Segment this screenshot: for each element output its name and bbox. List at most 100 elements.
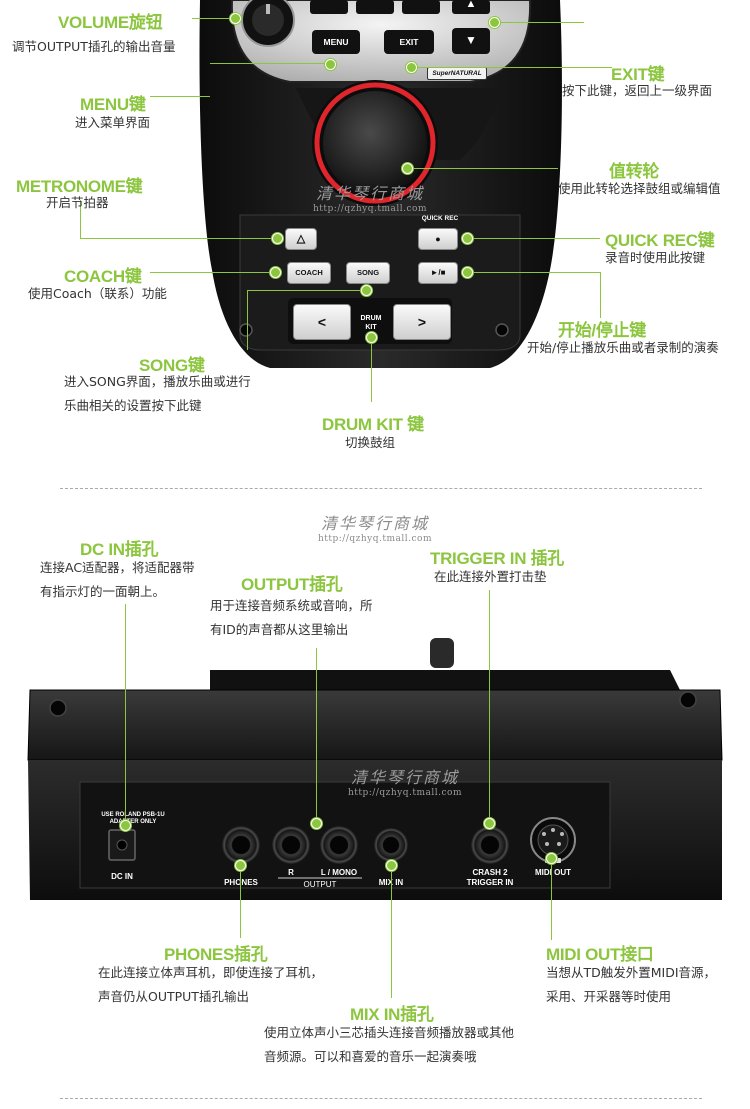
dot-updown bbox=[489, 17, 500, 28]
label-trigger-in-desc: 在此连接外置打击垫 bbox=[434, 569, 547, 584]
dot-trigger bbox=[484, 818, 495, 829]
device-kit-prev-button: < bbox=[293, 304, 351, 340]
device-menu-button: MENU bbox=[323, 37, 349, 47]
leader-coach bbox=[150, 272, 274, 273]
device-down-arrow: ▼ bbox=[465, 33, 477, 47]
label-dc-in-title: DC IN插孔 bbox=[80, 540, 159, 559]
leader-volume bbox=[192, 18, 234, 19]
dot-midi-out bbox=[546, 853, 557, 864]
watermark-top: 清华琴行商城 http://qzhyq.tmall.com bbox=[312, 184, 428, 214]
dot-output bbox=[311, 818, 322, 829]
dot-coach bbox=[270, 267, 281, 278]
supernatural-logo: SuperNATURAL bbox=[427, 67, 487, 80]
panel-dc-in: DC IN bbox=[111, 872, 133, 881]
device-kit-next-button: > bbox=[393, 304, 451, 340]
label-value-wheel-desc: 使用此转轮选择鼓组或编辑值 bbox=[558, 181, 721, 196]
phones-jack bbox=[222, 826, 260, 864]
label-exit-desc: 按下此键，返回上一级界面 bbox=[562, 83, 713, 98]
label-value-wheel-title: 值转轮 bbox=[609, 162, 660, 181]
dot-quick-rec bbox=[462, 233, 473, 244]
device-up-arrow: ▲ bbox=[465, 0, 477, 10]
dot-volume bbox=[230, 13, 241, 24]
label-midi-out-desc: 当想从TD触发外置MIDI音源，采用、开采器等时使用 bbox=[546, 965, 717, 1004]
label-start-stop-desc: 开始/停止播放乐曲或者录制的演奏 bbox=[527, 340, 719, 355]
leader-metronome-v bbox=[80, 200, 81, 238]
leader-menu-b bbox=[210, 63, 330, 64]
device-exit-button: EXIT bbox=[399, 37, 419, 47]
leader-start-stop-h bbox=[468, 272, 600, 273]
dot-mix-in bbox=[386, 860, 397, 871]
watermark-middle: 清华琴行商城 http://qzhyq.tmall.com bbox=[317, 514, 433, 544]
dot-menu bbox=[325, 59, 336, 70]
leader-mix-in-v bbox=[391, 866, 392, 998]
leader-dc-in bbox=[125, 604, 126, 826]
label-mix-in-desc: 使用立体声小三芯插头连接音频播放器或其他音频源。可以和喜爱的音乐一起演奏哦 bbox=[264, 1025, 515, 1064]
panel-l-mono: L / MONO bbox=[320, 868, 358, 877]
dot-phones bbox=[235, 860, 246, 871]
dot-drumkit bbox=[366, 332, 377, 343]
leader-start-stop-v bbox=[600, 272, 601, 318]
label-trigger-in-title: TRIGGER IN 插孔 bbox=[430, 549, 564, 568]
leader-value-wheel bbox=[408, 168, 558, 169]
output-r-jack bbox=[272, 826, 310, 864]
label-mix-in-title: MIX IN插孔 bbox=[350, 1005, 434, 1024]
panel-midi-out: MIDI OUT bbox=[535, 868, 571, 877]
section-divider-top bbox=[60, 488, 702, 489]
leader-drumkit-v bbox=[371, 336, 372, 402]
dot-dc-in bbox=[120, 820, 131, 831]
leader-phones-v bbox=[240, 866, 241, 938]
leader-metronome-h bbox=[80, 238, 276, 239]
device-quick-rec-label: QUICK REC bbox=[421, 215, 459, 222]
panel-mix-in: MIX IN bbox=[378, 878, 404, 887]
leader-trigger-v bbox=[489, 590, 490, 822]
dot-song bbox=[361, 285, 372, 296]
device-coach-button: COACH bbox=[287, 262, 331, 284]
panel-phones: PHONES bbox=[218, 878, 264, 887]
label-drumkit-desc: 切换鼓组 bbox=[345, 435, 396, 450]
watermark-bottom: 清华琴行商城 http://qzhyq.tmall.com bbox=[347, 768, 463, 798]
mix-in-jack bbox=[374, 828, 408, 862]
leader-menu bbox=[150, 96, 210, 97]
leader-exit bbox=[412, 67, 612, 68]
device-quick-rec-button: ● bbox=[418, 228, 458, 250]
label-menu-desc: 进入菜单界面 bbox=[75, 115, 151, 130]
label-output-desc: 用于连接音频系统或音响，所有ID的声音都从这里输出 bbox=[210, 598, 373, 637]
dot-start-stop bbox=[462, 267, 473, 278]
leader-song-h bbox=[247, 290, 365, 291]
label-volume-desc: 调节OUTPUT插孔的输出音量 bbox=[12, 39, 176, 54]
label-coach-desc: 使用Coach（联系）功能 bbox=[28, 286, 167, 301]
device-play-stop-button: ►/■ bbox=[418, 262, 458, 284]
label-phones-desc: 在此连接立体声耳机，即使连接了耳机，声音仍从OUTPUT插孔输出 bbox=[98, 965, 324, 1004]
label-output-title: OUTPUT插孔 bbox=[241, 575, 343, 594]
leader-updown bbox=[492, 22, 584, 23]
label-quick-rec-desc: 录音时使用此按键 bbox=[605, 250, 706, 265]
label-metronome-desc: 开启节拍器 bbox=[46, 195, 109, 210]
label-volume-title: VOLUME旋钮 bbox=[58, 13, 163, 32]
device-song-button: SONG bbox=[346, 262, 390, 284]
leader-output-v bbox=[316, 648, 317, 824]
dot-value-wheel bbox=[402, 163, 413, 174]
label-start-stop-title: 开始/停止键 bbox=[558, 321, 646, 340]
device-metronome-button: △ bbox=[285, 228, 317, 250]
label-exit-title: EXIT键 bbox=[611, 65, 665, 84]
leader-midi-out-v bbox=[551, 858, 552, 940]
label-song-desc: 进入SONG界面，播放乐曲或进行乐曲相关的设置按下此键 bbox=[64, 374, 251, 413]
label-coach-title: COACH键 bbox=[64, 267, 142, 286]
label-drumkit-title: DRUM KIT 键 bbox=[322, 415, 424, 434]
output-l-mono-jack bbox=[320, 826, 358, 864]
label-midi-out-title: MIDI OUT接口 bbox=[546, 945, 654, 964]
label-metronome-title: METRONOME键 bbox=[16, 177, 143, 196]
panel-r: R bbox=[288, 868, 294, 877]
label-dc-in-desc: 连接AC适配器，将适配器带有指示灯的一面朝上。 bbox=[40, 560, 195, 599]
label-quick-rec-title: QUICK REC键 bbox=[605, 231, 715, 250]
leader-song-v bbox=[247, 290, 248, 350]
panel-output: OUTPUT bbox=[303, 880, 337, 889]
dot-metronome bbox=[272, 233, 283, 244]
label-song-title: SONG键 bbox=[139, 356, 205, 375]
trigger-in-jack bbox=[471, 826, 509, 864]
bottom-device-illustration bbox=[27, 638, 723, 900]
